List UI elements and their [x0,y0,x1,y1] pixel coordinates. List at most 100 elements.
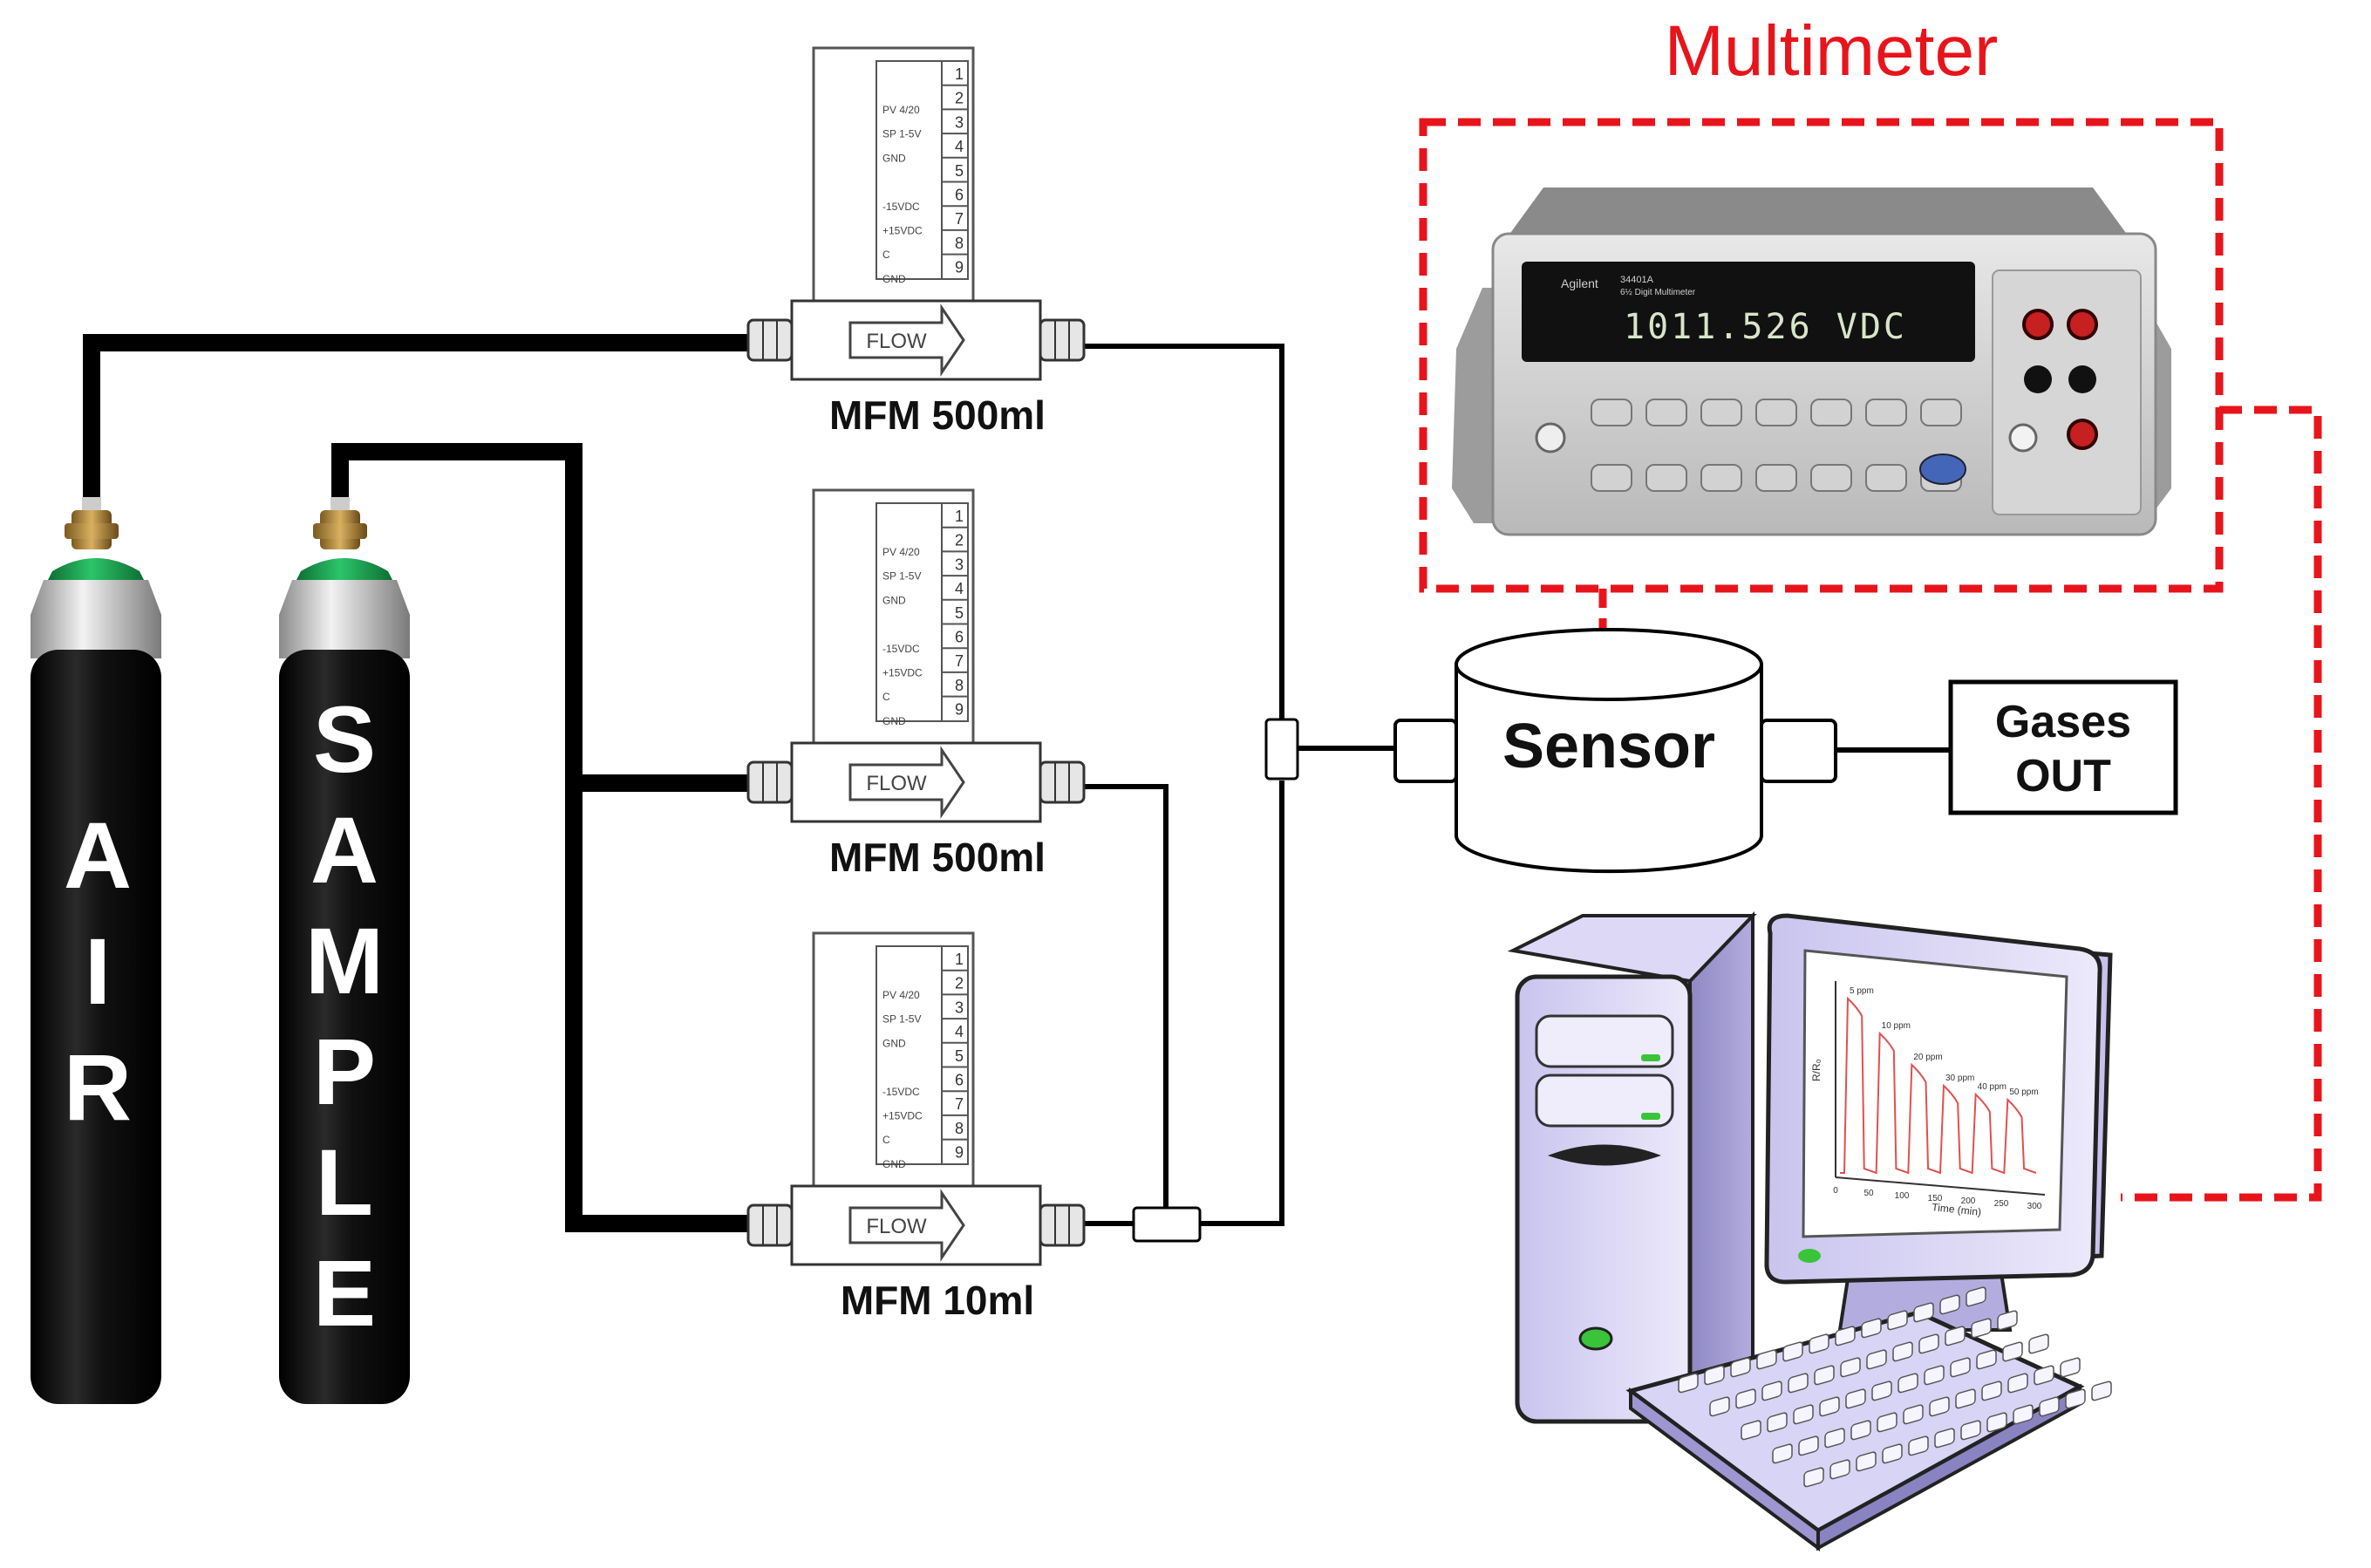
keyboard-key[interactable] [1934,1428,1955,1449]
mfm-pin-number: 2 [955,532,964,549]
keyboard-key[interactable] [2028,1333,2049,1354]
keyboard-key[interactable] [1709,1396,1730,1417]
screen-chart-axis [1835,1176,2046,1196]
input-terminal-icon[interactable] [2067,419,2098,450]
keyboard-key[interactable] [1866,1349,1887,1370]
keyboard-key[interactable] [1892,1341,1913,1362]
keyboard-key[interactable] [1761,1381,1782,1401]
keyboard-key[interactable] [1803,1467,1824,1488]
multimeter-key[interactable] [1755,399,1797,426]
keyboard-key[interactable] [1924,1365,1945,1386]
multimeter-key[interactable] [1591,399,1632,426]
keyboard-key[interactable] [1829,1459,1850,1480]
keyboard-key[interactable] [1704,1365,1725,1386]
keyboard-key[interactable] [1966,1286,1986,1307]
keyboard-key[interactable] [1856,1451,1877,1472]
keyboard-key[interactable] [1877,1412,1897,1433]
keyboard-key[interactable] [1960,1420,1981,1441]
screen-chart-peak-label: 5 ppm [1850,986,1874,996]
multimeter-key[interactable] [1810,464,1852,492]
front-rear-button-icon[interactable] [2008,423,2038,453]
power-button-icon[interactable] [1535,422,1566,453]
mfm-terminal-block [875,502,969,722]
keyboard-key[interactable] [1772,1443,1793,1464]
keyboard-key[interactable] [1871,1381,1892,1401]
keyboard-key[interactable] [2013,1404,2034,1425]
keyboard-key[interactable] [1929,1396,1950,1417]
mfm-pin-label: +15VDC [882,225,923,237]
keyboard-key[interactable] [1903,1404,1924,1425]
keyboard-key[interactable] [1824,1428,1845,1449]
input-terminal-icon[interactable] [2067,309,2098,340]
keyboard-key[interactable] [1788,1373,1809,1394]
mfm-pin-number: 3 [955,999,964,1016]
keyboard-key[interactable] [1840,1357,1861,1378]
keyboard-key[interactable] [1950,1357,1971,1378]
air-line [83,334,757,506]
sample-line [331,443,757,1232]
input-terminal-icon[interactable] [2022,309,2054,340]
keyboard-key[interactable] [2007,1373,2028,1394]
flow-arrow-icon [848,303,965,377]
keyboard-key[interactable] [2034,1365,2054,1386]
screen-chart-tick: 100 [1895,1191,1910,1201]
keyboard-key[interactable] [1908,1435,1929,1456]
keyboard-key[interactable] [2039,1396,2060,1417]
keyboard-key[interactable] [1809,1333,1829,1354]
keyboard-key[interactable] [1782,1341,1803,1362]
multimeter-key[interactable] [1645,399,1687,426]
multimeter-key[interactable] [1700,399,1742,426]
keyboard-key[interactable] [1997,1310,2018,1331]
keyboard-key[interactable] [1741,1420,1761,1441]
keyboard-key[interactable] [1887,1310,1908,1331]
multimeter-key[interactable] [1810,399,1852,426]
keyboard-key[interactable] [2091,1381,2112,1401]
keyboard-key[interactable] [1850,1420,1871,1441]
multimeter-key[interactable] [1865,464,1907,492]
keyboard-key[interactable] [1971,1318,1992,1339]
mfm-pin-number: 6 [955,629,964,646]
multimeter-key[interactable] [1865,399,1907,426]
multimeter-key[interactable] [1755,464,1797,492]
keyboard-key[interactable] [1897,1373,1918,1394]
keyboard-key[interactable] [2065,1388,2086,1409]
keyboard-key[interactable] [1918,1333,1939,1354]
keyboard-key[interactable] [1798,1435,1819,1456]
multimeter-model-sub: 6½ Digit Multimeter [1620,288,1696,297]
keyboard-key[interactable] [1981,1381,2002,1401]
keyboard-key[interactable] [1913,1302,1934,1323]
keyboard-key[interactable] [1756,1349,1777,1370]
multimeter-key[interactable] [1591,464,1632,492]
keyboard-key[interactable] [1793,1404,1814,1425]
keyboard-key[interactable] [1819,1396,1840,1417]
keyboard-key[interactable] [1882,1443,1903,1464]
input-terminal-icon[interactable] [2024,365,2052,393]
gases-out-box: Gases OUT [1948,679,2178,815]
keyboard-key[interactable] [2002,1341,2023,1362]
keyboard-key[interactable] [1939,1294,1960,1315]
mfm-pin-label: C [882,249,890,261]
keyboard-key[interactable] [1845,1388,1866,1409]
keyboard-key[interactable] [1678,1373,1699,1394]
keyboard-key[interactable] [1730,1357,1751,1378]
keyboard-key[interactable] [1814,1365,1835,1386]
multimeter-key[interactable] [1920,399,1962,426]
mfm-pin-label: GND [882,273,906,285]
flow-label: FLOW [866,772,927,795]
multimeter-key[interactable] [1645,464,1687,492]
keyboard-key[interactable] [1735,1388,1756,1409]
keyboard-key[interactable] [1945,1326,1966,1346]
shift-button-icon[interactable] [1919,453,1966,485]
multimeter-key[interactable] [1700,464,1742,492]
keyboard-key[interactable] [2060,1357,2081,1378]
mfm-pin-label: SP 1-5V [882,128,921,140]
input-terminal-icon[interactable] [2068,365,2096,393]
keyboard-key[interactable] [1835,1326,1856,1346]
keyboard-key[interactable] [1861,1318,1882,1339]
keyboard-key[interactable] [1955,1388,1976,1409]
keyboard-key[interactable] [1767,1412,1788,1433]
keyboard-key[interactable] [1986,1412,2007,1433]
cylinder-valve [330,497,350,513]
keyboard-key[interactable] [1976,1349,1997,1370]
